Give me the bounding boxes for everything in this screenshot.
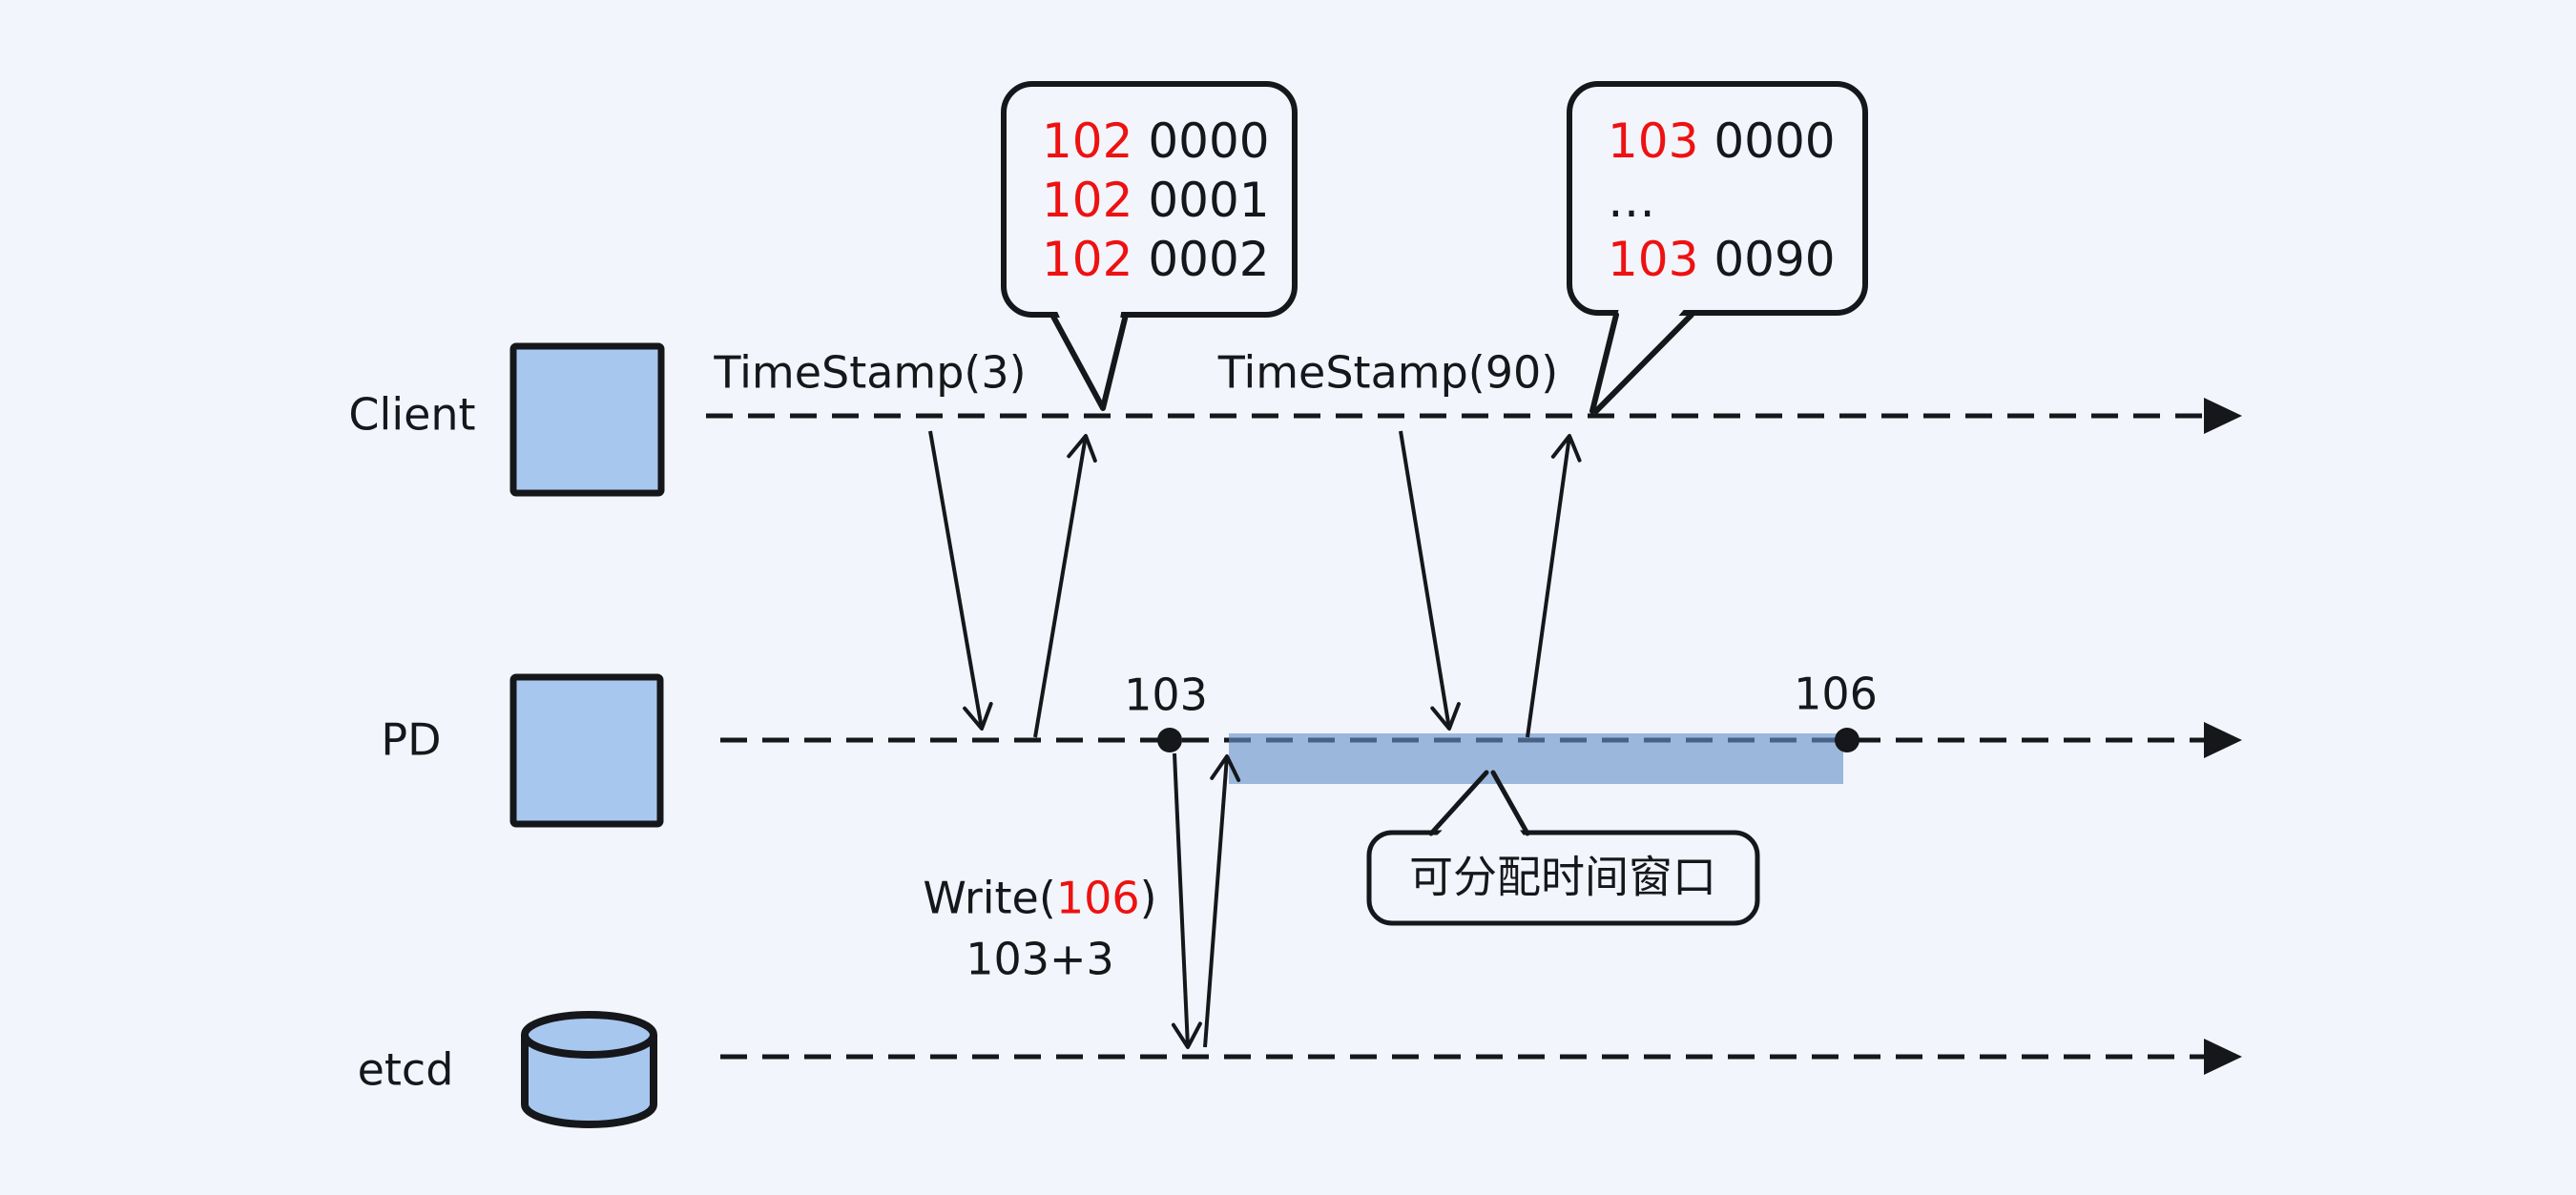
lane-label-client: Client — [348, 388, 476, 441]
ts-logical: 0001 — [1132, 173, 1270, 228]
ts3-response-arrow — [1033, 434, 1097, 738]
write-sub-label: 103+3 — [966, 933, 1114, 985]
ts-physical: 102 — [1042, 232, 1133, 287]
allocatable-window-bar — [1229, 733, 1843, 784]
bubble-103-tail — [1589, 312, 1694, 414]
bubble-103-box — [1567, 81, 1868, 316]
bubble-102-text: 102 0000 102 0001 102 0002 — [1042, 112, 1270, 289]
ts-logical: … — [1608, 173, 1655, 228]
bubble-line: 102 0000 — [1042, 112, 1270, 171]
ts-logical: 0000 — [1698, 113, 1836, 169]
ts-physical: 102 — [1042, 173, 1133, 228]
ts-physical: 102 — [1042, 113, 1133, 169]
bubble-102-box — [1001, 81, 1298, 318]
bubble-line: 103 0000 — [1608, 112, 1836, 171]
etcd-cylinder-body — [521, 1035, 657, 1128]
window-callout-tail — [1428, 770, 1530, 836]
point-106-label: 106 — [1794, 668, 1878, 720]
point-106-dot — [1835, 728, 1859, 752]
window-callout-tail-mask — [1437, 786, 1524, 835]
write-prefix: Write( — [923, 872, 1056, 924]
ts-physical: 103 — [1608, 113, 1699, 169]
pd-node — [509, 673, 664, 828]
ts90-response-arrow — [1526, 434, 1582, 738]
timestamp90-label: TimeStamp(90) — [1217, 346, 1559, 399]
ts-logical: 0000 — [1132, 113, 1270, 169]
bubble-line: 102 0001 — [1042, 171, 1270, 230]
write-label: Write(106) — [923, 872, 1157, 924]
etcd-cylinder-top — [521, 1011, 657, 1059]
ts-logical: 0002 — [1132, 232, 1270, 287]
bubble-103-text: 103 0000 … 103 0090 — [1608, 112, 1836, 289]
lane-label-etcd: etcd — [357, 1043, 454, 1096]
lane-label-pd: PD — [381, 713, 442, 766]
etcd-write-response-arrow — [1203, 754, 1241, 1048]
timestamp3-label: TimeStamp(3) — [714, 346, 1027, 399]
window-label: 可分配时间窗口 — [1409, 851, 1716, 903]
write-value: 106 — [1055, 872, 1140, 924]
bubble-102-tail-mask — [1055, 307, 1122, 408]
etcd-write-request-arrow — [1171, 752, 1202, 1049]
bubble-line: 102 0002 — [1042, 230, 1270, 289]
write-suffix: ) — [1139, 872, 1157, 924]
client-node — [509, 342, 665, 497]
point-103-label: 103 — [1124, 669, 1208, 721]
bubble-line: 103 0090 — [1608, 230, 1836, 289]
bubble-102-tail — [1049, 312, 1129, 411]
ts90-request-arrow — [1399, 430, 1461, 731]
ts-logical: 0090 — [1698, 232, 1836, 287]
ts3-request-arrow — [928, 430, 993, 731]
point-103-dot — [1157, 728, 1182, 752]
ts-physical: 103 — [1608, 232, 1699, 287]
bubble-line: … — [1608, 171, 1836, 230]
window-callout-box — [1366, 830, 1760, 926]
